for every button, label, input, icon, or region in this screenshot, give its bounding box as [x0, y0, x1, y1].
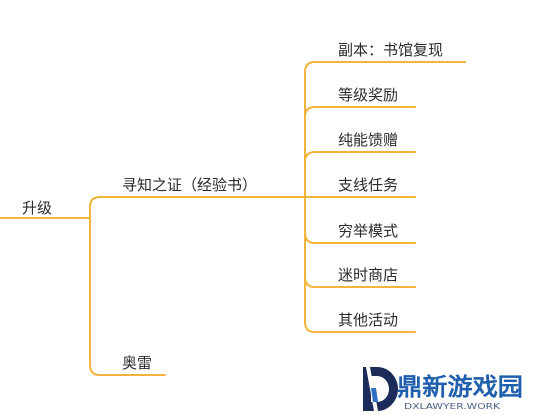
child-node-label: 纯能馈赠	[338, 131, 398, 149]
d-logo-accent	[371, 388, 378, 402]
connector-child-3	[304, 151, 416, 198]
connector-child-2	[304, 106, 416, 198]
child-node-label: 其他活动	[338, 311, 398, 329]
connector-child-1	[304, 61, 466, 198]
root-node-label: 升级	[22, 199, 52, 217]
branch-node-label: 寻知之证（经验书）	[122, 176, 257, 194]
watermark-brand: 鼎新游戏园	[397, 373, 523, 401]
branch-node-label: 奥雷	[122, 354, 152, 372]
d-logo-icon	[363, 367, 398, 411]
connectors-level-2	[304, 61, 466, 333]
connector-child-7	[304, 196, 416, 333]
child-node-label: 迷时商店	[338, 266, 398, 284]
child-node-label: 等级奖励	[338, 86, 398, 104]
child-node-label: 支线任务	[338, 176, 398, 194]
connector-to-branch-aolei	[89, 217, 166, 376]
watermark-domain: DXLAWYER.WORK	[404, 402, 502, 411]
connector-to-branch-experience	[89, 196, 306, 219]
child-node-label: 穷举模式	[338, 222, 398, 240]
child-node-label: 副本：书馆复现	[338, 41, 443, 59]
watermark: 鼎新游戏园 DXLAWYER.WORK	[363, 367, 523, 411]
connectors-level-1	[0, 196, 306, 376]
